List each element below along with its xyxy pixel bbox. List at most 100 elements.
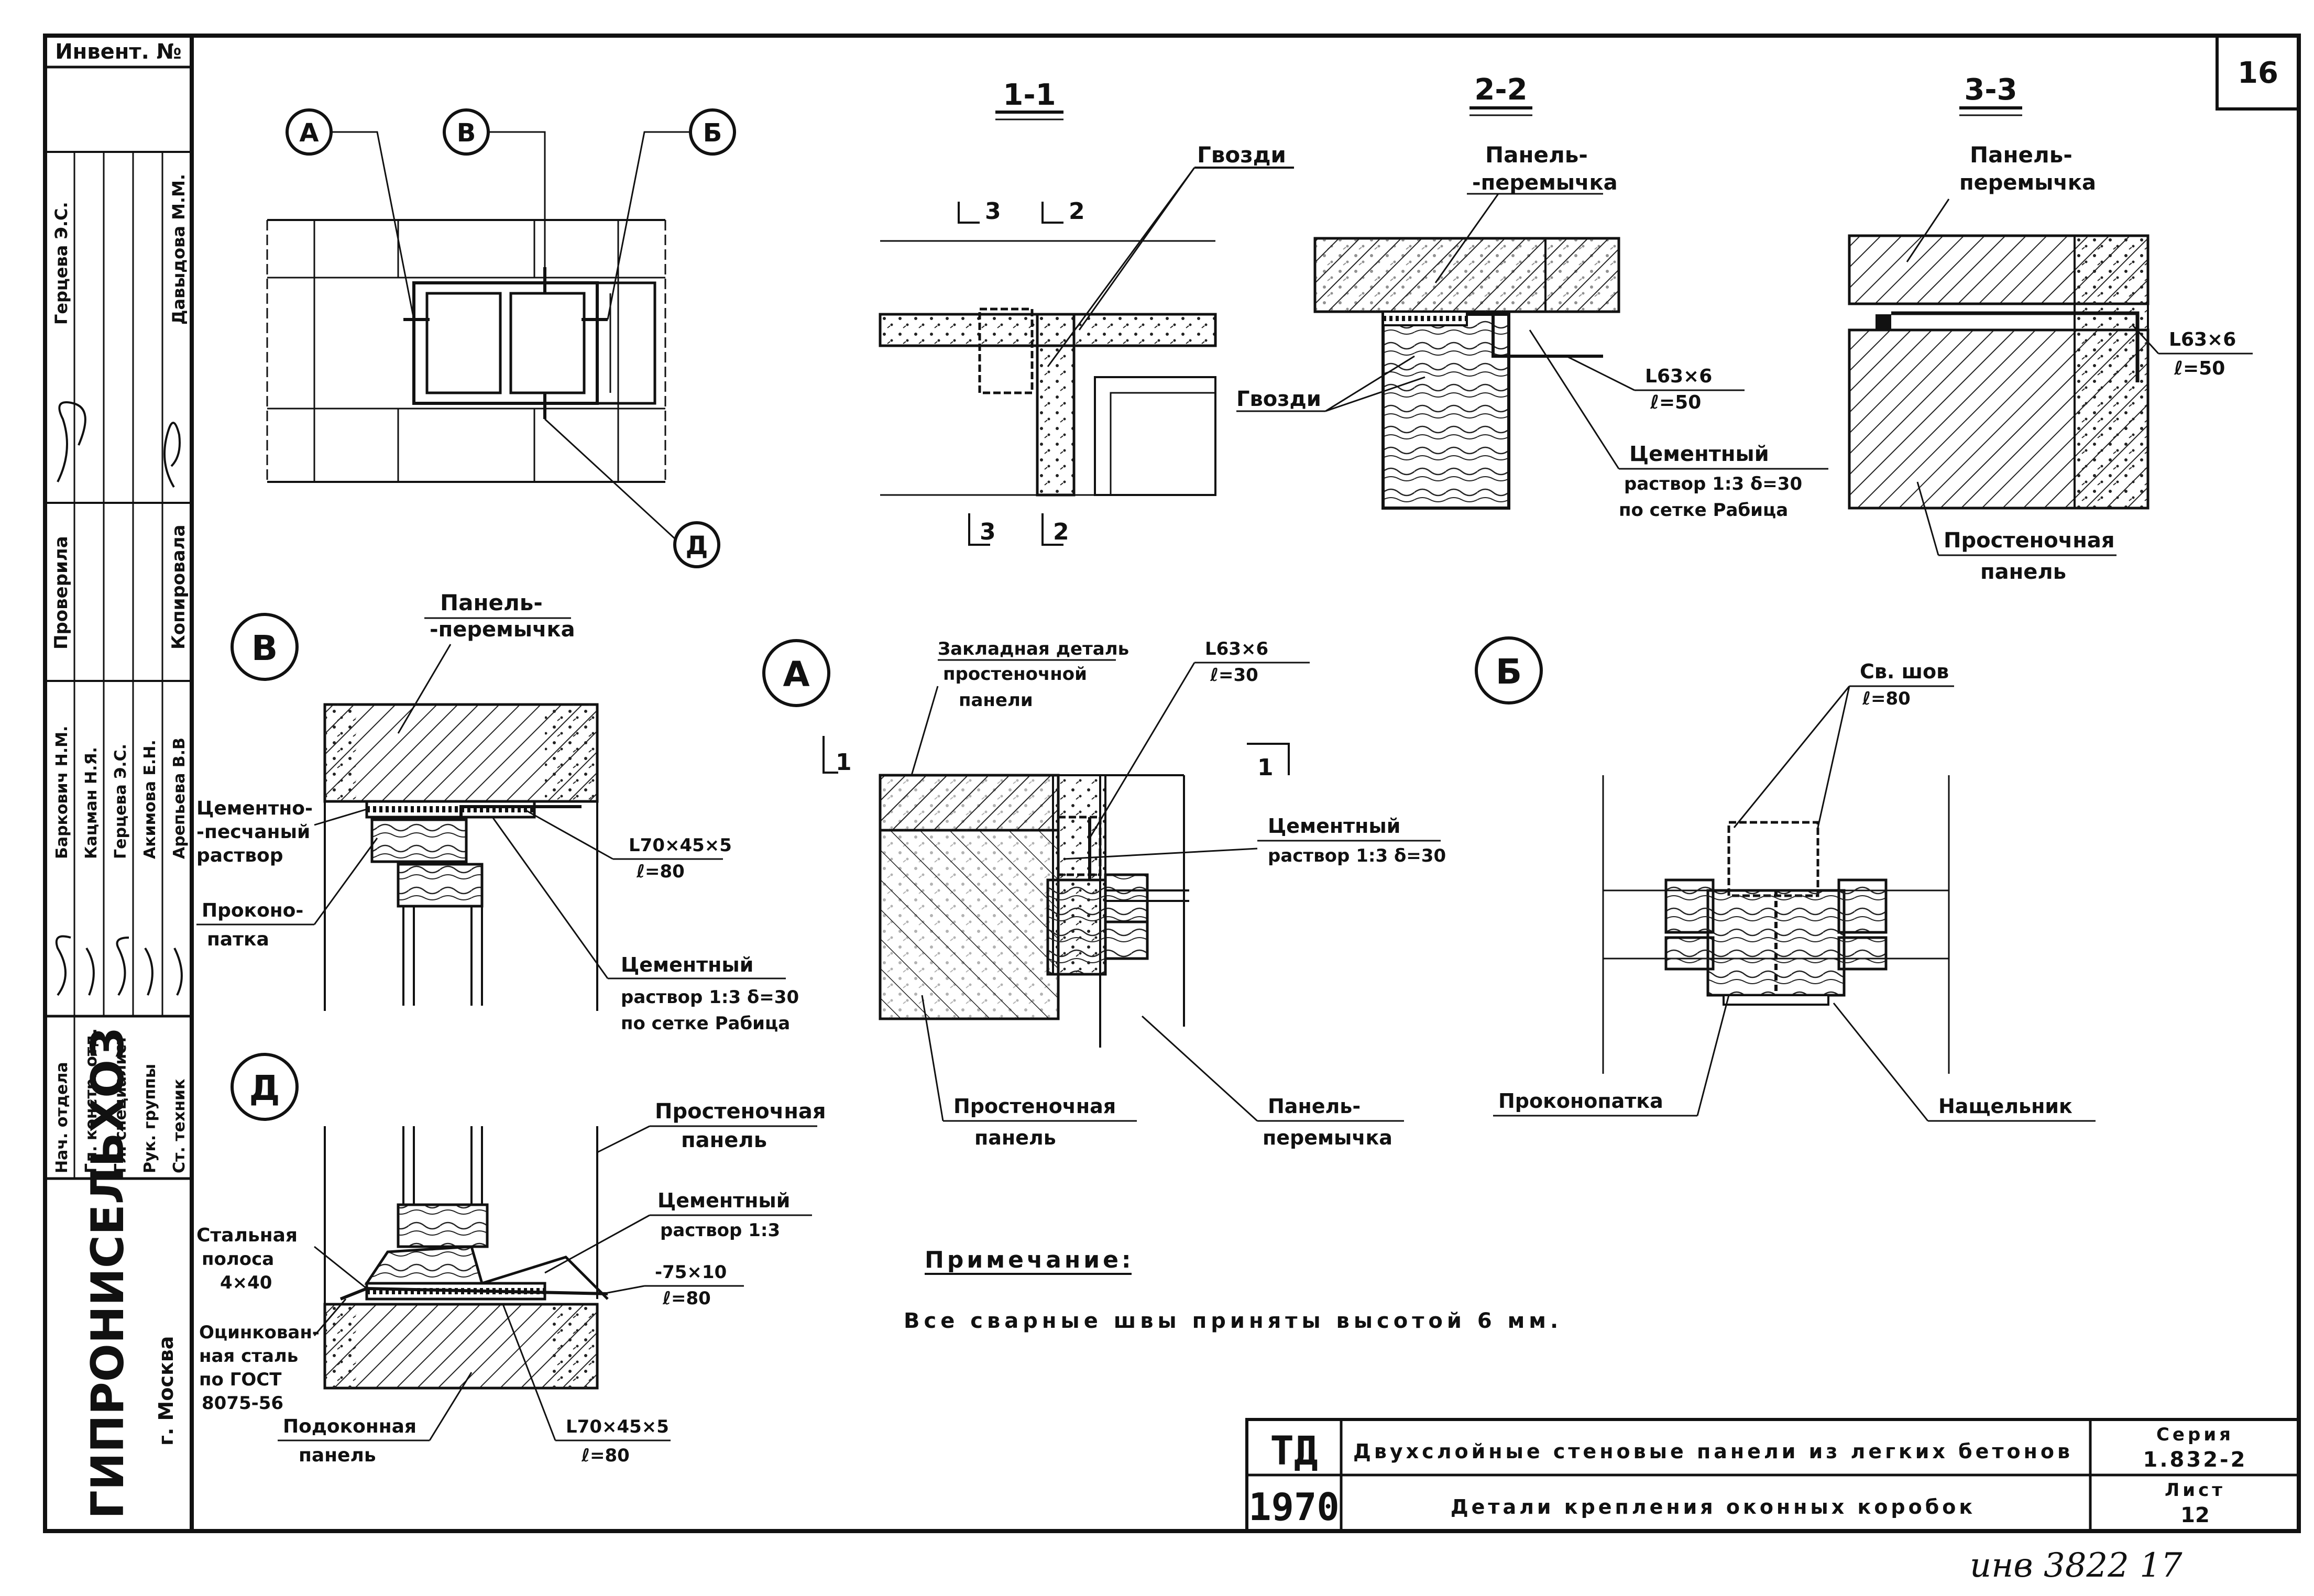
l30-A: ℓ=30 (1210, 665, 1258, 686)
cement-sand-b: -песчаный (196, 821, 310, 843)
angle-70-V: L70×45×5 (629, 835, 732, 856)
mortar-mesh-V-a: раствор 1:3 δ=30 (621, 987, 799, 1008)
embedded-a: Закладная деталь (938, 639, 1129, 659)
section-3-3-title: 3-3 (1964, 73, 2017, 107)
role-1: Нач. отдела (53, 1062, 71, 1173)
svg-text:2: 2 (1053, 519, 1069, 545)
svg-text:Д: Д (686, 531, 708, 560)
cement-sand-c: раствор (196, 845, 283, 866)
embedded-b: простеночной (943, 664, 1087, 685)
steel-strip-a: Стальная (196, 1225, 298, 1246)
inventory-label: Инвент. № (55, 40, 182, 64)
section-1-1-title: 1-1 (1003, 78, 1056, 112)
signatures (55, 401, 183, 996)
angle-70-D: L70×45×5 (566, 1416, 669, 1437)
cement-V: Цементный (621, 953, 753, 976)
series-label: Серия (2156, 1424, 2234, 1445)
svg-text:Д: Д (249, 1068, 280, 1108)
pier-33-a: Простеночная (1944, 529, 2115, 553)
city-label: г. Москва (155, 1336, 178, 1446)
strip-75-D: -75×10 (655, 1262, 727, 1283)
caulk-B: Проконопатка (1498, 1089, 1663, 1113)
name-4: Акимова Е.Н. (141, 740, 159, 859)
panel-lintel-V-b: -перемычка (430, 618, 575, 642)
detail-D: Д Простеночная панель Цементный раствор … (196, 1053, 826, 1466)
lintel-A-b: перемычка (1263, 1126, 1392, 1149)
l50-22: ℓ=50 (1650, 392, 1701, 413)
window-elevation (266, 219, 666, 483)
l50-33: ℓ=50 (2174, 358, 2225, 379)
footer-handwritten: инв 3822 17 (1970, 1546, 2183, 1585)
stamp-strip: Инвент. № Проверила Копировала Герцева Э… (45, 40, 192, 1519)
copied-label: Копировала (168, 525, 189, 650)
sheet-value: 12 (2180, 1503, 2210, 1527)
mortar-mesh-V-b: по сетке Рабица (621, 1013, 790, 1034)
code-label: ТД (1270, 1427, 1318, 1474)
detail-B: Б Св. шов ℓ=80 Проконопатка Нащельник (1475, 636, 2096, 1122)
role-2: Гл. констр. отд. (82, 1028, 101, 1173)
title-block: ТД 1970 Двухслойные стеновые панели из л… (1245, 1418, 2300, 1533)
sheet-title-top: Двухслойные стеновые панели из легких бе… (1353, 1440, 2073, 1463)
angle-63-22: L63×6 (1645, 366, 1712, 387)
sheet-label: Лист (2165, 1480, 2225, 1501)
sill-b: панель (299, 1445, 376, 1466)
name-5: Арепьева В.В (170, 738, 189, 859)
cement-D: Цементный (657, 1189, 790, 1212)
galv-d: 8075-56 (202, 1393, 283, 1414)
svg-text:Б: Б (1496, 652, 1522, 692)
section-1-1: 1-1 3 2 3 2 Гвозди (879, 78, 1294, 546)
weld-seam: Св. шов (1860, 660, 1949, 683)
marker-A-top: А (286, 108, 415, 320)
sheet-border (43, 34, 2301, 1533)
svg-text:В: В (457, 118, 476, 148)
detail-V: В Панель- -перемычка Цементно- -песчаный… (196, 590, 799, 1034)
sill-a: Подоконная (283, 1416, 416, 1437)
marker-B-top: Б (607, 108, 736, 320)
svg-text:В: В (251, 628, 278, 668)
pier-33-b: панель (1980, 560, 2066, 584)
angle-63-33: L63×6 (2169, 329, 2236, 350)
batten-B: Нащельник (1938, 1095, 2072, 1118)
mortar-mesh-22-b: по сетке Рабица (1619, 500, 1788, 521)
page-number: 16 (2238, 56, 2278, 90)
cement-A: Цементный (1268, 814, 1400, 838)
role-3: Гл. специалист (112, 1035, 130, 1173)
section-3-3: 3-3 Панель- перемычка L63×6 ℓ=50 Простен… (1848, 73, 2253, 584)
mortar-mesh-22-a: раствор 1:3 δ=30 (1624, 474, 1802, 494)
series-value: 1.832-2 (2143, 1448, 2247, 1472)
note-text: Все сварные швы приняты высотой 6 мм. (904, 1309, 1562, 1333)
embedded-c: панели (959, 690, 1033, 711)
pier-D-a: Простеночная (655, 1099, 826, 1124)
mortar-A: раствор 1:3 δ=30 (1268, 845, 1446, 866)
angle-63-A: L63×6 (1205, 639, 1268, 659)
sheet-title-bottom: Детали крепления оконных коробок (1451, 1495, 1976, 1518)
nails-label-2: Гвозди (1236, 387, 1321, 411)
checker-name-1: Герцева Э.С. (51, 202, 71, 325)
pier-A-b: панель (974, 1126, 1056, 1149)
detail-A: А 1 1 Закладная деталь простеночной пане… (762, 639, 1446, 1149)
marker-D-top: Д (544, 418, 720, 568)
l80-D2: ℓ=80 (581, 1445, 630, 1466)
pier-D-b: панель (681, 1128, 767, 1152)
year-label: 1970 (1248, 1485, 1339, 1529)
galv-b: ная сталь (199, 1346, 298, 1367)
panel-lintel-22-b: -перемычка (1472, 171, 1618, 195)
panel-lintel-33-a: Панель- (1970, 142, 2072, 168)
checked-label: Проверила (51, 536, 72, 650)
caulk-V-b: патка (207, 929, 269, 950)
page-number-box: 16 (2216, 34, 2300, 111)
lintel-A-a: Панель- (1268, 1095, 1361, 1118)
name-1: Баркович Н.М. (53, 726, 71, 859)
note: Примечание: Все сварные швы приняты высо… (904, 1247, 1562, 1333)
nails-label-1: Гвозди (1197, 142, 1286, 168)
svg-text:2: 2 (1069, 198, 1085, 225)
galv-a: Оцинкован- (199, 1322, 320, 1343)
role-5: Ст. техник (170, 1079, 189, 1173)
l80-B: ℓ=80 (1862, 688, 1911, 709)
name-3: Герцева Э.С. (112, 744, 130, 859)
svg-text:1: 1 (1257, 754, 1274, 781)
steel-strip-c: 4×40 (220, 1272, 272, 1293)
role-4: Рук. группы (141, 1064, 159, 1173)
svg-text:1: 1 (836, 749, 852, 776)
svg-text:А: А (783, 654, 809, 695)
